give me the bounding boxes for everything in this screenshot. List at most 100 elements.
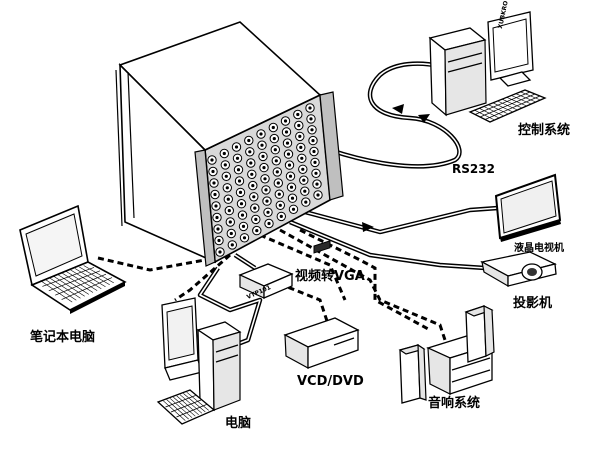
keyboard-column (40, 280, 73, 303)
bnc-pin (287, 163, 292, 167)
bnc-pin (273, 148, 277, 152)
laptop (19, 204, 127, 314)
projector-cable (289, 219, 486, 271)
bnc-pin (261, 154, 265, 158)
bnc-pin (299, 145, 303, 149)
control-pc (428, 11, 547, 123)
bnc-pin (304, 200, 308, 204)
bnc-pin (248, 150, 252, 154)
bnc-pin (284, 130, 289, 134)
bnc-pin (316, 193, 320, 197)
bnc-pin (263, 177, 267, 181)
laptop-cable (97, 256, 206, 272)
keyboard-column (501, 98, 523, 109)
bnc-pin (222, 151, 226, 156)
label-control-system: 控制系统 (518, 123, 571, 138)
bnc-pin (215, 215, 219, 220)
bnc-pin (274, 159, 278, 163)
bnc-pin (297, 123, 301, 128)
keyboard-column (183, 393, 206, 413)
keyboard-column (497, 100, 518, 111)
keyboard-column (186, 391, 209, 411)
label-rs232: RS232 (452, 162, 495, 176)
bnc-pin (234, 145, 239, 149)
bnc-pin (311, 139, 315, 143)
keyboard-column (506, 97, 527, 107)
bnc-pin (253, 206, 257, 210)
bnc-pin (239, 202, 244, 206)
keyboard-column (169, 398, 193, 418)
bnc-pin (279, 214, 283, 218)
keyboard-column (492, 102, 514, 113)
bnc-pin (250, 172, 254, 176)
bnc-pin (252, 195, 256, 199)
bnc-pin (230, 243, 234, 247)
bnc-pin (288, 174, 293, 178)
label-laptop: 笔记本电脑 (30, 330, 96, 345)
keyboard-row (170, 399, 202, 413)
keyboard-column (61, 272, 94, 293)
bnc-pin (298, 134, 302, 138)
bnc-pin (236, 168, 241, 172)
bnc-pin (216, 227, 220, 231)
bnc-pin (314, 171, 318, 175)
keyboard-row (176, 404, 207, 418)
bnc-pin (271, 125, 275, 130)
bnc-pin (212, 181, 216, 185)
projector (480, 251, 557, 288)
keyboard-column (163, 400, 186, 421)
keyboard-column (48, 277, 81, 299)
bnc-pin (255, 229, 259, 233)
keyboard-column (53, 275, 85, 297)
keyboard-column (511, 95, 532, 105)
lcd-tv-cable (304, 205, 499, 235)
audio-system (398, 305, 495, 404)
bnc-pin (224, 174, 228, 178)
bnc-pin (237, 179, 242, 183)
keyboard-column (66, 271, 98, 291)
rs232-cable (329, 61, 462, 169)
bnc-pin (278, 203, 282, 207)
keyboard-column (173, 396, 196, 417)
bnc-pin (238, 190, 243, 194)
bnc-pin (249, 161, 253, 165)
keyboard-column (74, 268, 106, 288)
bnc-pin (303, 189, 307, 193)
label-audio-system: 音响系统 (428, 396, 481, 411)
keyboard-column (44, 278, 77, 301)
label-projector: 投影机 (513, 296, 553, 311)
keyboard-column (179, 394, 203, 414)
bnc-pin (308, 106, 312, 110)
bnc-pin (300, 156, 304, 160)
keyboard-column (483, 106, 504, 117)
keyboard-column (166, 399, 189, 420)
label-video-to-vga: 视频转VGA (295, 269, 365, 284)
bnc-pin (227, 209, 231, 213)
bnc-pin (315, 182, 319, 186)
bnc-pin (242, 236, 247, 240)
bnc-pin (259, 132, 263, 136)
bnc-pin (272, 137, 276, 141)
bnc-pin (265, 199, 269, 203)
video-to-vga-converter (238, 263, 294, 299)
audio-cable (299, 228, 431, 332)
bnc-pin (247, 138, 251, 143)
bnc-pin (254, 217, 258, 221)
bnc-pin (267, 221, 271, 226)
bnc-pin (226, 197, 230, 201)
keyboard-column (57, 274, 89, 295)
bnc-pin (210, 158, 214, 162)
keyboard-column (474, 109, 495, 121)
bnc-pin (223, 163, 227, 167)
bnc-pin (262, 166, 266, 170)
bnc-pin (276, 181, 280, 185)
bnc-pin (296, 112, 300, 117)
keyboard-column (176, 395, 199, 416)
bnc-pin (260, 143, 264, 147)
bnc-pin (286, 152, 291, 156)
bnc-pin (291, 207, 296, 211)
bnc-pin (251, 184, 255, 188)
bnc-pin (225, 186, 229, 190)
